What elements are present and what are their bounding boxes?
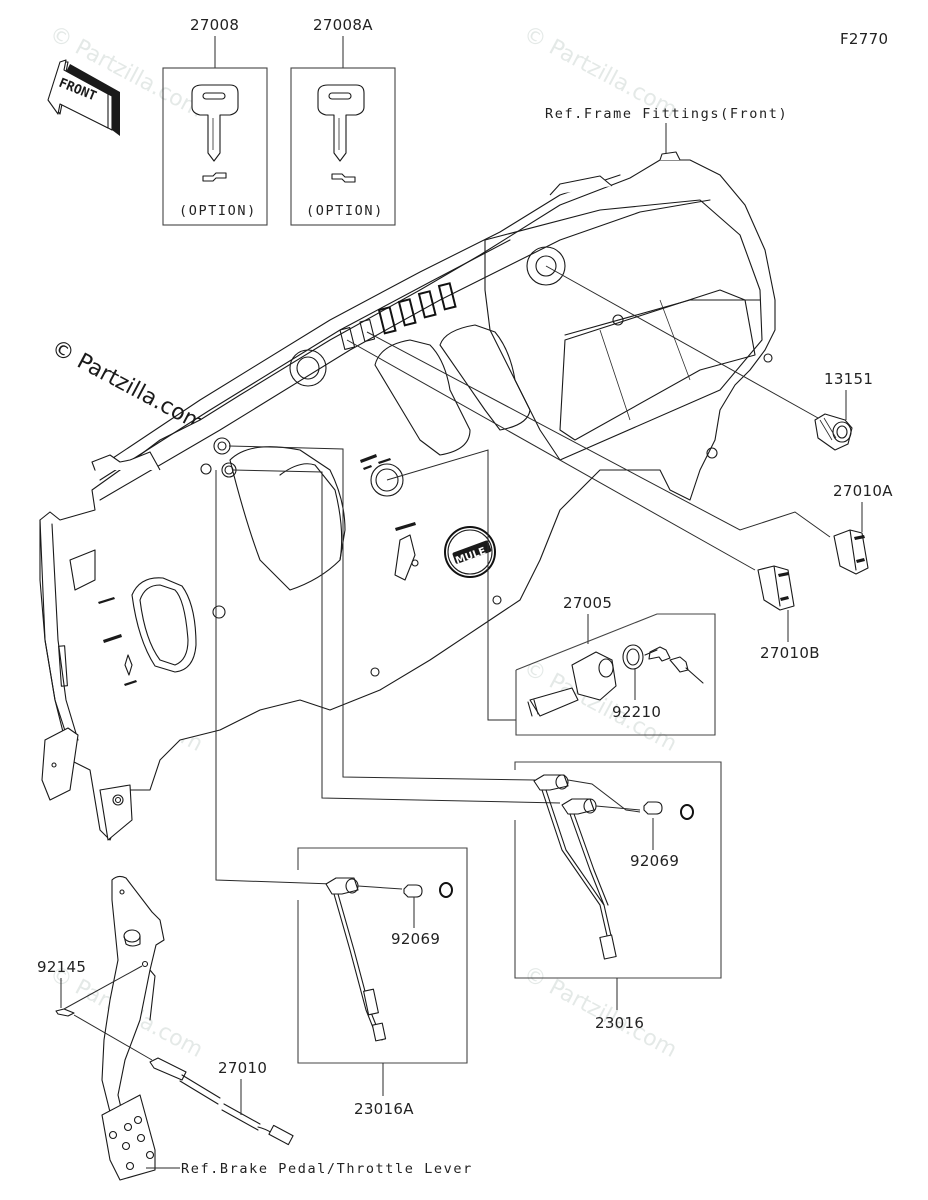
key-blank-callout: 27008 (OPTION) — [162, 16, 268, 226]
key-cut-profile — [202, 172, 227, 182]
indicator-harness-a-callout: 92069 23016A — [297, 847, 468, 1118]
key-icon — [191, 84, 239, 162]
part-number-92069-a: 92069 — [391, 930, 440, 948]
indicator-harness-box — [514, 761, 722, 979]
ignition-switch-box — [515, 613, 716, 736]
key-icon — [317, 84, 365, 162]
grommet-icon — [439, 882, 453, 898]
part-number-27010a: 27010A — [833, 482, 893, 500]
power-socket-icon — [814, 413, 853, 451]
part-number-92210: 92210 — [612, 703, 661, 721]
power-socket-callout: 13151 — [814, 370, 873, 451]
part-number-27005: 27005 — [563, 594, 612, 612]
bulb-icon — [403, 884, 423, 898]
indicator-socket-icon — [533, 774, 617, 960]
indicator-socket-icon — [325, 877, 387, 1042]
part-number-27008a: 27008A — [313, 16, 373, 34]
ref-brake-pedal: Ref.Brake Pedal/Throttle Lever — [181, 1161, 473, 1177]
watermark: © Partzilla.com — [519, 961, 681, 1063]
dashboard-panel: MULE — [39, 151, 776, 841]
part-number-23016: 23016 — [595, 1014, 644, 1032]
brake-switch-icon — [149, 1057, 294, 1146]
part-number-13151: 13151 — [824, 370, 873, 388]
rocker-switch-b-callout: 27010B — [757, 565, 820, 662]
ref-frame-fittings: Ref.Frame Fittings(Front) — [545, 106, 788, 122]
ignition-keys-icon — [644, 646, 704, 684]
ignition-nut-icon — [622, 644, 644, 670]
watermark-dark: © Partzilla.com — [47, 335, 209, 437]
part-number-27010: 27010 — [218, 1059, 267, 1077]
part-number-92145: 92145 — [37, 958, 86, 976]
spring-callout: 92145 — [37, 958, 153, 1061]
rocker-switch-icon — [757, 565, 795, 611]
leader-lines — [215, 265, 831, 885]
ignition-switch-callout: 27005 92210 — [515, 594, 716, 736]
part-number-92069: 92069 — [630, 852, 679, 870]
bulb-icon — [643, 801, 663, 815]
indicator-harness-a-box — [297, 847, 468, 1064]
spring-icon — [55, 1008, 75, 1017]
pedal-bolts — [108, 1115, 155, 1171]
option-note: (OPTION) — [179, 203, 257, 219]
rocker-switch-icon — [833, 529, 869, 575]
indicator-windows — [339, 282, 457, 350]
ignition-switch-icon — [527, 651, 617, 717]
brake-switch-callout: 27010 — [149, 1057, 294, 1146]
key-cut-profile — [331, 173, 356, 183]
indicator-harness-callout: 92069 23016 — [514, 761, 722, 1032]
grommet-icon — [680, 804, 694, 820]
key-blank-box — [162, 67, 268, 226]
key-blank-a-callout: 27008A (OPTION) — [290, 16, 396, 226]
part-number-27010b: 27010B — [760, 644, 820, 662]
key-blank-a-box — [290, 67, 396, 226]
rocker-switch-a-callout: 27010A — [833, 482, 893, 575]
part-number-27008: 27008 — [190, 16, 239, 34]
brake-pedal — [101, 875, 165, 1181]
option-note: (OPTION) — [306, 203, 384, 219]
figure-code: F2770 — [840, 30, 888, 48]
front-direction-arrow: FRONT — [47, 59, 120, 136]
part-number-23016a: 23016A — [354, 1100, 414, 1118]
